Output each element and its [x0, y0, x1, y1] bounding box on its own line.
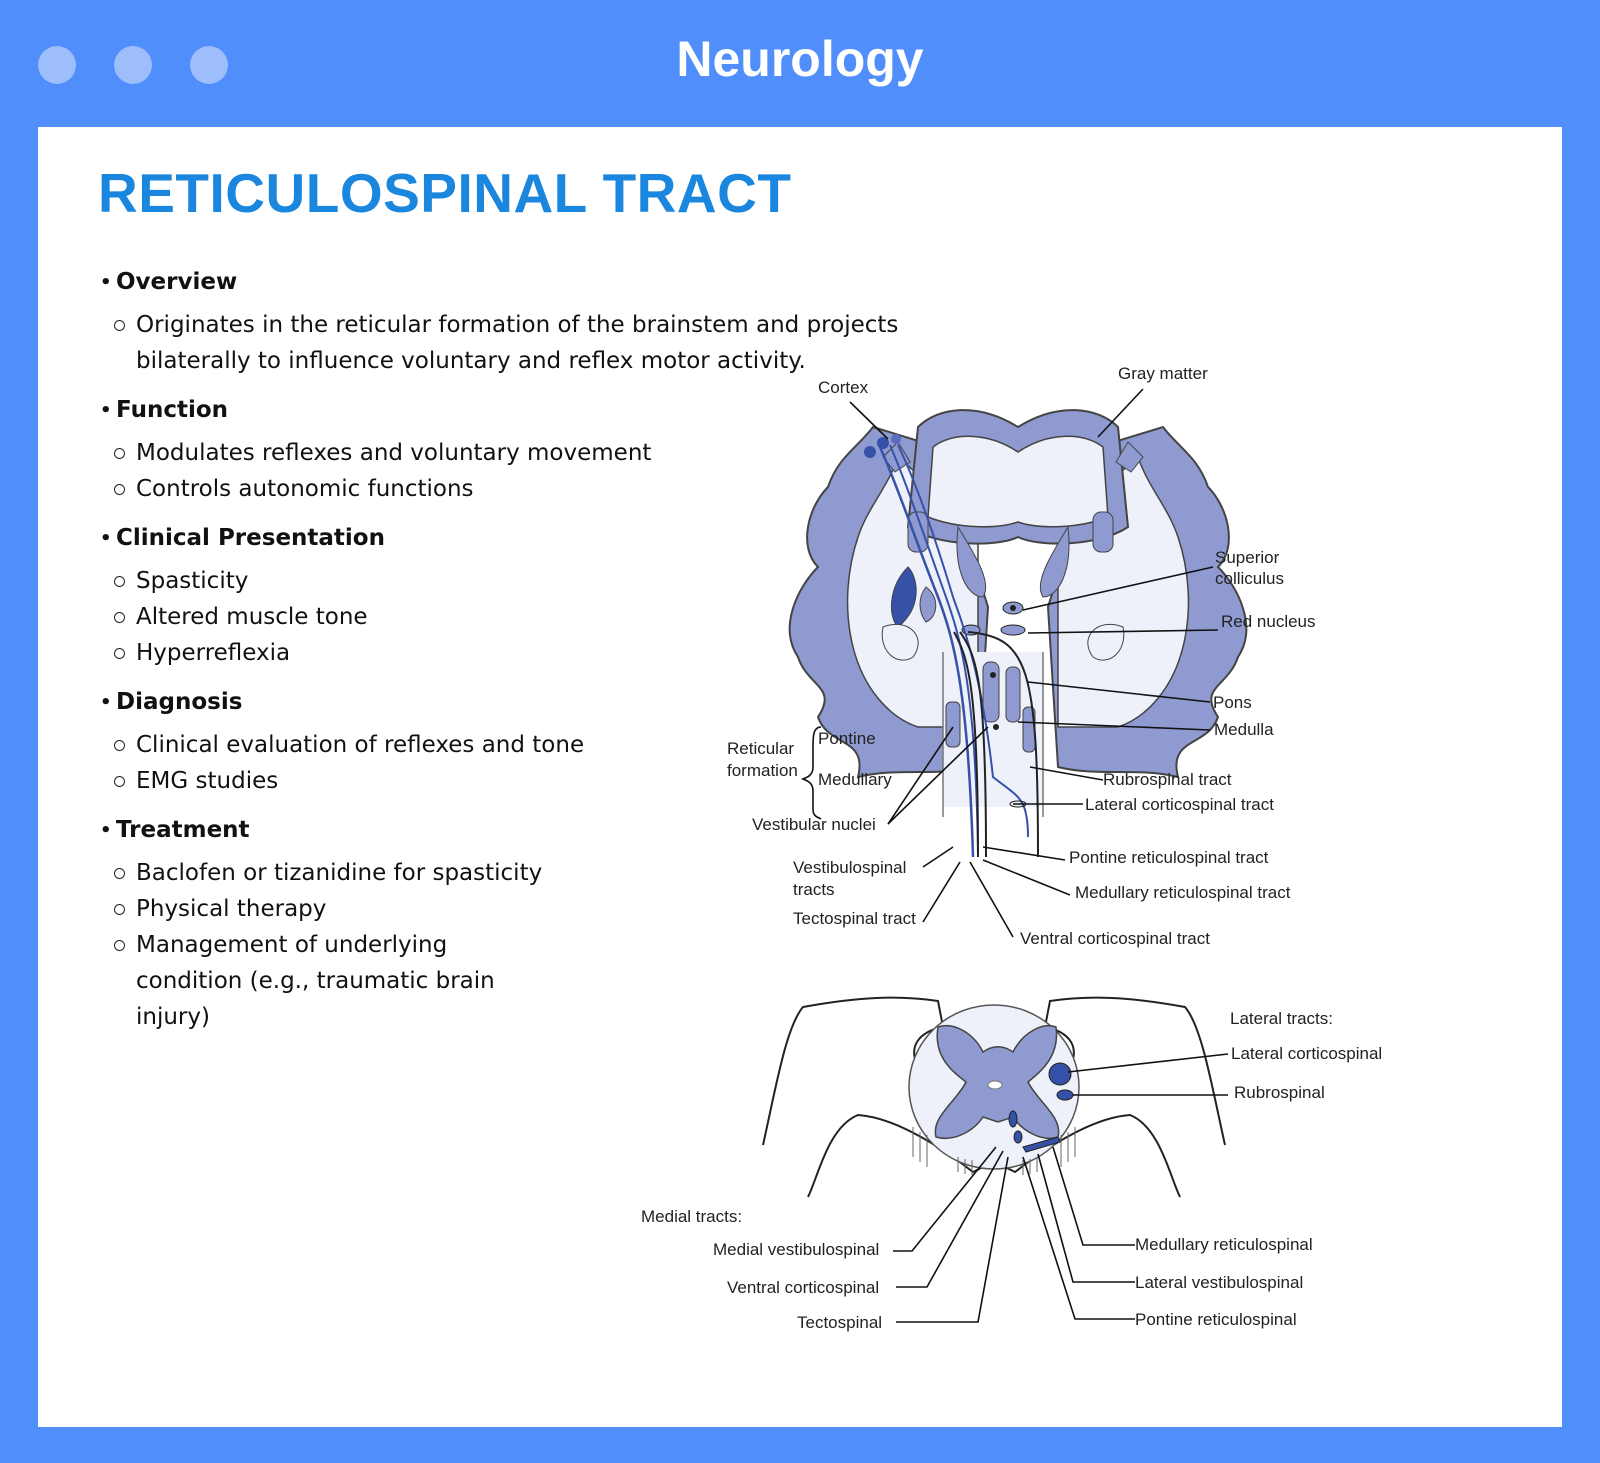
label-medial-tracts: Medial tracts: — [641, 1207, 742, 1226]
app-title: Neurology — [676, 31, 924, 87]
section-heading: •Clinical Presentation — [100, 523, 1080, 553]
list-item: Management of underlying condition (e.g.… — [100, 927, 1080, 1035]
window-maximize-dot[interactable] — [190, 46, 228, 84]
list-item-text: Controls autonomic functions — [136, 476, 474, 502]
label-lateral-vestibulospinal: Lateral vestibulospinal — [1135, 1273, 1303, 1292]
label-rubrospinal-tract: Rubrospinal tract — [1103, 770, 1232, 789]
section-heading-text: Diagnosis — [116, 689, 243, 715]
section-heading: •Treatment — [100, 815, 1080, 845]
bullet-dot: • — [100, 271, 112, 293]
list-item: Controls autonomic functions — [100, 471, 1080, 507]
bullet-dot: • — [100, 691, 112, 713]
label-lateral-corticospinal: Lateral corticospinal — [1231, 1044, 1382, 1063]
section-heading-text: Function — [116, 397, 229, 423]
window-titlebar: Neurology — [0, 0, 1600, 127]
label-gray-matter: Gray matter — [1118, 364, 1208, 383]
list-item-text: Modulates reflexes and voluntary movemen… — [136, 440, 652, 466]
spinal-leader-lines — [893, 1053, 1229, 1323]
list-item-text: Clinical evaluation of reflexes and tone — [136, 732, 585, 758]
list-item-text: Originates in the reticular formation of… — [136, 312, 899, 374]
section-heading: •Diagnosis — [100, 687, 1080, 717]
list-item-text: Hyperreflexia — [136, 640, 291, 666]
label-red-nucleus: Red nucleus — [1221, 612, 1316, 631]
bullet-circle — [114, 940, 125, 951]
label-lateral-tracts: Lateral tracts: — [1230, 1009, 1333, 1028]
section-heading: •Function — [100, 395, 1080, 425]
label-superior-colliculus-2: colliculus — [1215, 569, 1284, 588]
bullet-circle — [114, 448, 125, 459]
bullet-circle — [114, 484, 125, 495]
list-item-text: Spasticity — [136, 568, 249, 594]
section-items: Originates in the reticular formation of… — [100, 307, 1080, 379]
bullet-circle — [114, 576, 125, 587]
bullet-dot: • — [100, 819, 112, 841]
list-item-text: Physical therapy — [136, 896, 327, 922]
list-item: Baclofen or tizanidine for spasticity — [100, 855, 1080, 891]
bullet-circle — [114, 740, 125, 751]
list-item: Originates in the reticular formation of… — [100, 307, 1080, 379]
bullet-circle — [114, 776, 125, 787]
page-title: RETICULOSPINAL TRACT — [98, 162, 792, 224]
label-medial-vestibulospinal: Medial vestibulospinal — [713, 1240, 879, 1259]
window-minimize-dot[interactable] — [114, 46, 152, 84]
label-rubrospinal: Rubrospinal — [1234, 1083, 1325, 1102]
bullet-dot: • — [100, 399, 112, 421]
label-pons: Pons — [1213, 693, 1252, 712]
label-ventral-corticospinal: Ventral corticospinal — [727, 1278, 879, 1297]
label-superior-colliculus-1: Superior — [1215, 548, 1280, 567]
list-item-text: Altered muscle tone — [136, 604, 368, 630]
label-pontine-reticulospinal: Pontine reticulospinal — [1135, 1310, 1297, 1329]
bullet-circle — [114, 612, 125, 623]
label-tectospinal: Tectospinal — [797, 1313, 882, 1332]
section-heading-text: Overview — [116, 269, 238, 295]
label-lateral-corticospinal-tract: Lateral corticospinal tract — [1085, 795, 1274, 814]
section-heading-text: Treatment — [116, 817, 250, 843]
list-item: Clinical evaluation of reflexes and tone — [100, 727, 1080, 763]
list-item-text: EMG studies — [136, 768, 279, 794]
bullet-dot: • — [100, 527, 112, 549]
label-medullary-reticulospinal: Medullary reticulospinal — [1135, 1235, 1313, 1254]
list-item: Physical therapy — [100, 891, 1080, 927]
list-item: EMG studies — [100, 763, 1080, 799]
list-item: Spasticity — [100, 563, 1080, 599]
bullet-circle — [114, 868, 125, 879]
list-item-text: Management of underlying condition (e.g.… — [136, 932, 495, 1030]
section-heading: •Overview — [100, 267, 1080, 297]
bullet-circle — [114, 904, 125, 915]
window-close-dot[interactable] — [38, 46, 76, 84]
list-item-text: Baclofen or tizanidine for spasticity — [136, 860, 543, 886]
list-item: Hyperreflexia — [100, 635, 1080, 671]
section-items: Clinical evaluation of reflexes and tone… — [100, 727, 1080, 799]
label-pontine-reticulospinal-tract: Pontine reticulospinal tract — [1069, 848, 1269, 867]
section-heading-text: Clinical Presentation — [116, 525, 385, 551]
bullet-circle — [114, 320, 125, 331]
section-items: Modulates reflexes and voluntary movemen… — [100, 435, 1080, 507]
bullet-circle — [114, 648, 125, 659]
label-medulla: Medulla — [1214, 720, 1274, 739]
list-item: Modulates reflexes and voluntary movemen… — [100, 435, 1080, 471]
list-item: Altered muscle tone — [100, 599, 1080, 635]
label-medullary-reticulospinal-tract: Medullary reticulospinal tract — [1075, 883, 1291, 902]
